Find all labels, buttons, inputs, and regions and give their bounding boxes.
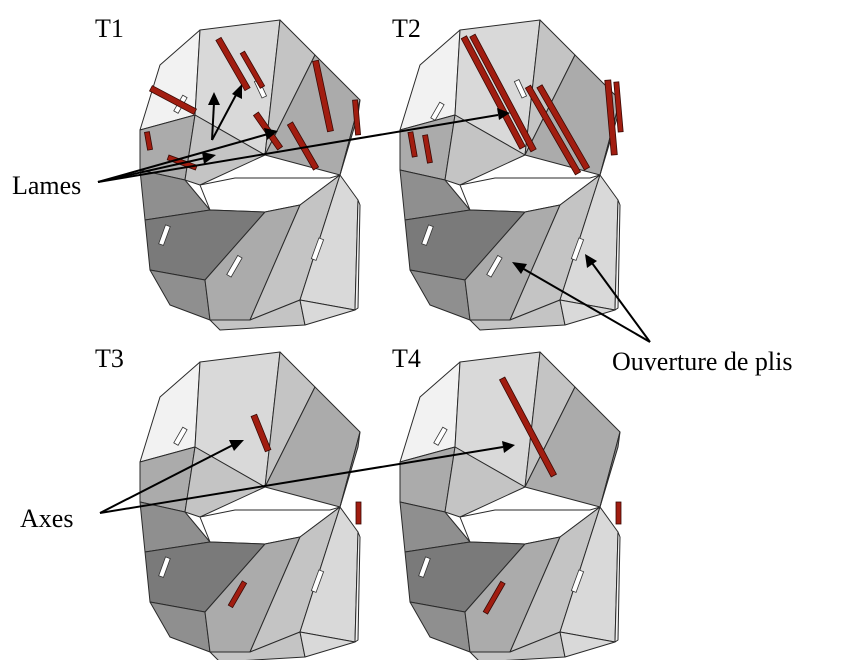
label-t3: T3 bbox=[95, 344, 124, 373]
annotation-axes: Axes bbox=[20, 504, 73, 533]
annotation-ouverture-de-plis: Ouverture de plis bbox=[612, 347, 793, 376]
label-t2: T2 bbox=[392, 14, 421, 43]
arrows-axes bbox=[99, 440, 515, 514]
arrows-lames bbox=[97, 84, 510, 183]
label-t4: T4 bbox=[392, 344, 421, 373]
label-t1: T1 bbox=[95, 14, 124, 43]
panel-t4 bbox=[399, 351, 622, 660]
arrows-ouverture bbox=[512, 254, 651, 343]
panel-t3 bbox=[139, 351, 362, 660]
panel-t1 bbox=[139, 19, 361, 331]
annotation-lames: Lames bbox=[12, 171, 81, 200]
panel-t2 bbox=[399, 19, 624, 331]
